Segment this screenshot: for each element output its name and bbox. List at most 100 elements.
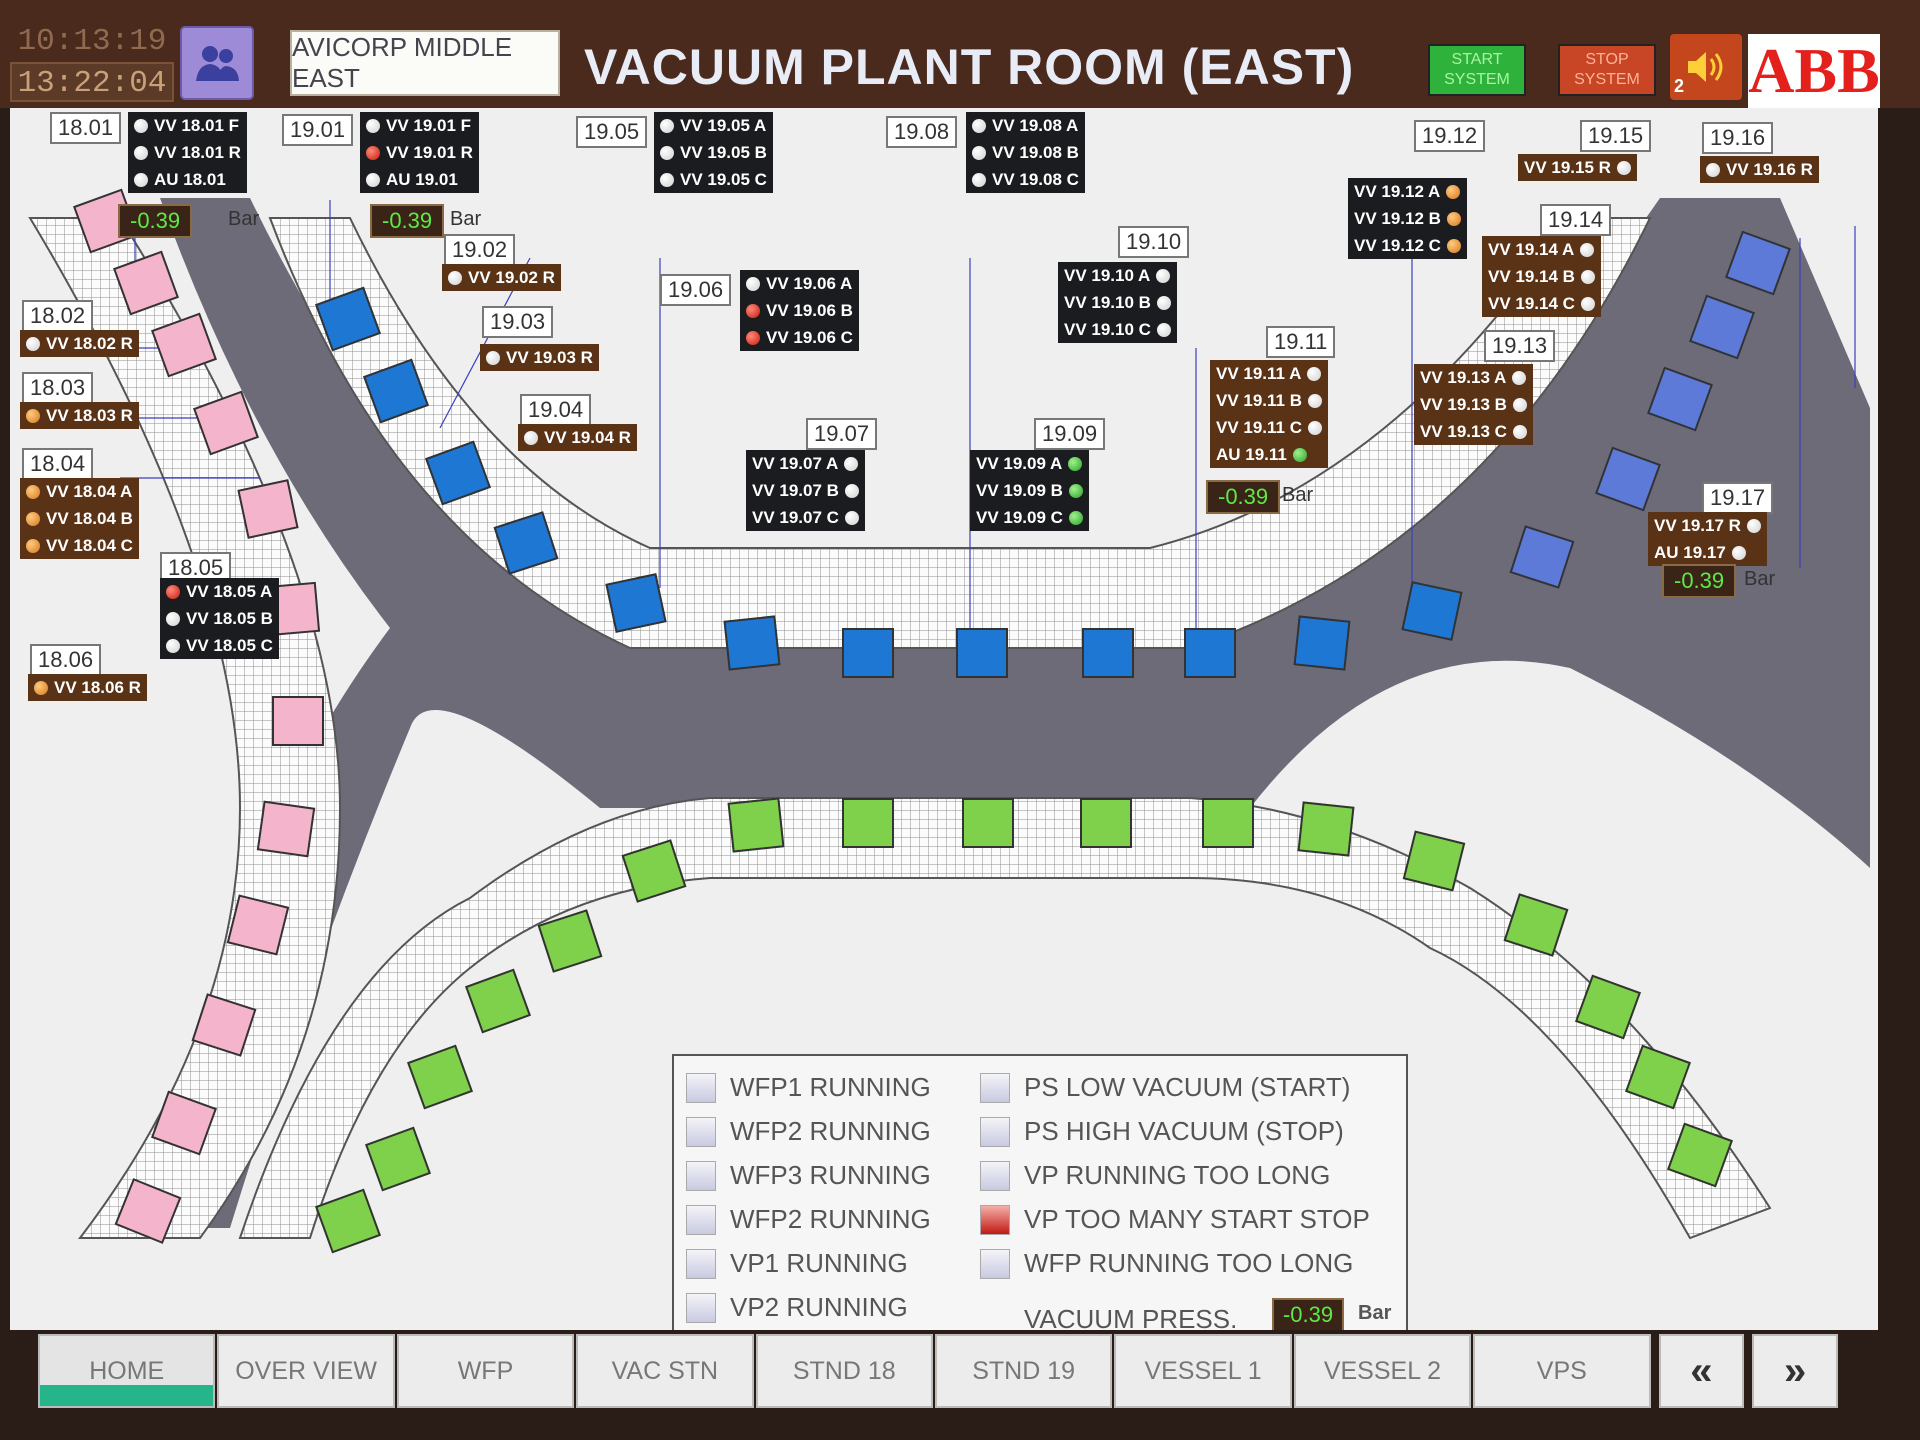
nav-vessel-2[interactable]: VESSEL 2 xyxy=(1293,1334,1472,1408)
valve-row[interactable]: VV 18.03 R xyxy=(26,402,133,429)
stand-id-1903[interactable]: 19.03 xyxy=(482,306,554,338)
stand-id-1908[interactable]: 19.08 xyxy=(886,116,958,148)
nav-vessel-1[interactable]: VESSEL 1 xyxy=(1114,1334,1292,1408)
valve-row[interactable]: VV 19.04 R xyxy=(524,424,631,451)
valve-row[interactable]: VV 19.07 B xyxy=(752,477,859,504)
gate-square[interactable] xyxy=(1082,628,1134,678)
valve-row[interactable]: VV 19.01 R xyxy=(366,139,473,166)
gate-square[interactable] xyxy=(1080,798,1132,848)
valve-row[interactable]: VV 19.09 A xyxy=(976,450,1083,477)
stop-system-button[interactable]: STOP SYSTEM xyxy=(1558,44,1656,96)
valve-row[interactable]: VV 19.16 R xyxy=(1706,156,1813,183)
stand-id-1904[interactable]: 19.04 xyxy=(520,394,592,426)
valve-row[interactable]: VV 19.14 C xyxy=(1488,290,1595,317)
gate-square[interactable] xyxy=(1202,798,1254,848)
valve-row[interactable]: VV 19.13 B xyxy=(1420,391,1527,418)
valve-row[interactable]: VV 18.04 A xyxy=(26,478,133,505)
stand-id-1915[interactable]: 19.15 xyxy=(1580,120,1652,152)
users-button[interactable] xyxy=(180,26,254,100)
valve-row[interactable]: VV 19.10 B xyxy=(1064,289,1171,316)
valve-row[interactable]: VV 19.05 C xyxy=(660,166,767,193)
gate-square[interactable] xyxy=(962,798,1014,848)
valve-row[interactable]: VV 19.17 R xyxy=(1654,512,1761,539)
gate-square[interactable] xyxy=(256,800,316,858)
stand-id-1901[interactable]: 19.01 xyxy=(282,114,354,146)
stand-id-1905[interactable]: 19.05 xyxy=(576,116,648,148)
valve-row[interactable]: AU 18.01 xyxy=(134,166,241,193)
valve-row[interactable]: VV 19.07 A xyxy=(752,450,859,477)
stand-id-1916[interactable]: 19.16 xyxy=(1702,122,1774,154)
valve-row[interactable]: VV 19.02 R xyxy=(448,264,555,291)
start-system-button[interactable]: START SYSTEM xyxy=(1428,44,1526,96)
valve-row[interactable]: VV 19.12 A xyxy=(1354,178,1461,205)
valve-row[interactable]: VV 19.11 A xyxy=(1216,360,1322,387)
gate-square[interactable] xyxy=(723,615,781,671)
valve-row[interactable]: VV 19.15 R xyxy=(1524,154,1631,181)
gate-square[interactable] xyxy=(605,573,667,633)
stand-id-1801[interactable]: 18.01 xyxy=(50,112,122,144)
nav-vps[interactable]: VPS xyxy=(1473,1334,1651,1408)
valve-row[interactable]: VV 19.14 A xyxy=(1488,236,1595,263)
valve-row[interactable]: VV 19.01 F xyxy=(366,112,473,139)
valve-row[interactable]: VV 18.05 C xyxy=(166,632,273,659)
stand-id-1902[interactable]: 19.02 xyxy=(444,234,516,266)
valve-row[interactable]: VV 19.06 C xyxy=(746,324,853,351)
valve-row[interactable]: VV 19.05 B xyxy=(660,139,767,166)
stand-id-1804[interactable]: 18.04 xyxy=(22,448,94,480)
stand-id-1906[interactable]: 19.06 xyxy=(660,274,732,306)
valve-row[interactable]: VV 18.05 B xyxy=(166,605,273,632)
nav-wfp[interactable]: WFP xyxy=(396,1334,575,1408)
valve-row[interactable]: VV 19.13 A xyxy=(1420,364,1527,391)
gate-square[interactable] xyxy=(842,798,894,848)
stand-id-1914[interactable]: 19.14 xyxy=(1540,204,1612,236)
valve-row[interactable]: VV 18.02 R xyxy=(26,330,133,357)
nav-stnd-19[interactable]: STND 19 xyxy=(934,1334,1113,1408)
valve-row[interactable]: VV 19.09 B xyxy=(976,477,1083,504)
stand-id-1910[interactable]: 19.10 xyxy=(1118,226,1190,258)
valve-row[interactable]: VV 19.08 B xyxy=(972,139,1079,166)
nav-prev-button[interactable]: « xyxy=(1658,1334,1745,1408)
valve-row[interactable]: AU 19.11 xyxy=(1216,441,1322,468)
stand-id-1806[interactable]: 18.06 xyxy=(30,644,102,676)
valve-row[interactable]: VV 19.09 C xyxy=(976,504,1083,531)
valve-row[interactable]: AU 19.01 xyxy=(366,166,473,193)
valve-row[interactable]: VV 19.06 B xyxy=(746,297,853,324)
valve-row[interactable]: VV 19.06 A xyxy=(746,270,853,297)
gate-square[interactable] xyxy=(956,628,1008,678)
valve-row[interactable]: VV 19.14 B xyxy=(1488,263,1595,290)
gate-square[interactable] xyxy=(727,797,785,853)
valve-row[interactable]: VV 19.03 R xyxy=(486,344,593,371)
gate-square[interactable] xyxy=(237,479,299,539)
stand-id-1909[interactable]: 19.09 xyxy=(1034,418,1106,450)
gate-square[interactable] xyxy=(1293,615,1351,671)
stand-id-1912[interactable]: 19.12 xyxy=(1414,120,1486,152)
stand-id-1913[interactable]: 19.13 xyxy=(1484,330,1556,362)
gate-square[interactable] xyxy=(842,628,894,678)
valve-row[interactable]: VV 19.12 B xyxy=(1354,205,1461,232)
stand-id-1802[interactable]: 18.02 xyxy=(22,300,94,332)
nav-vac-stn[interactable]: VAC STN xyxy=(576,1334,754,1408)
valve-row[interactable]: VV 19.07 C xyxy=(752,504,859,531)
valve-row[interactable]: VV 19.11 B xyxy=(1216,387,1323,414)
valve-row[interactable]: VV 18.01 F xyxy=(134,112,241,139)
nav-over-view[interactable]: OVER VIEW xyxy=(217,1334,395,1408)
valve-row[interactable]: VV 19.10 C xyxy=(1064,316,1171,343)
valve-row[interactable]: VV 18.05 A xyxy=(166,578,273,605)
stand-id-1917[interactable]: 19.17 xyxy=(1702,482,1774,514)
nav-stnd-18[interactable]: STND 18 xyxy=(755,1334,933,1408)
nav-next-button[interactable]: » xyxy=(1752,1334,1838,1408)
valve-row[interactable]: VV 18.04 B xyxy=(26,505,133,532)
stand-id-1907[interactable]: 19.07 xyxy=(806,418,878,450)
valve-row[interactable]: VV 19.13 C xyxy=(1420,418,1527,445)
stand-id-1911[interactable]: 19.11 xyxy=(1266,326,1336,358)
valve-row[interactable]: VV 18.04 C xyxy=(26,532,133,559)
valve-row[interactable]: VV 18.06 R xyxy=(34,674,141,701)
alarm-button[interactable] xyxy=(1670,34,1742,100)
valve-row[interactable]: VV 19.11 C xyxy=(1216,414,1323,441)
valve-row[interactable]: VV 19.08 A xyxy=(972,112,1079,139)
nav-home[interactable]: HOME xyxy=(38,1334,216,1408)
gate-square[interactable] xyxy=(1401,581,1463,641)
gate-square[interactable] xyxy=(272,696,324,746)
valve-row[interactable]: VV 18.01 R xyxy=(134,139,241,166)
valve-row[interactable]: AU 19.17 xyxy=(1654,539,1761,566)
